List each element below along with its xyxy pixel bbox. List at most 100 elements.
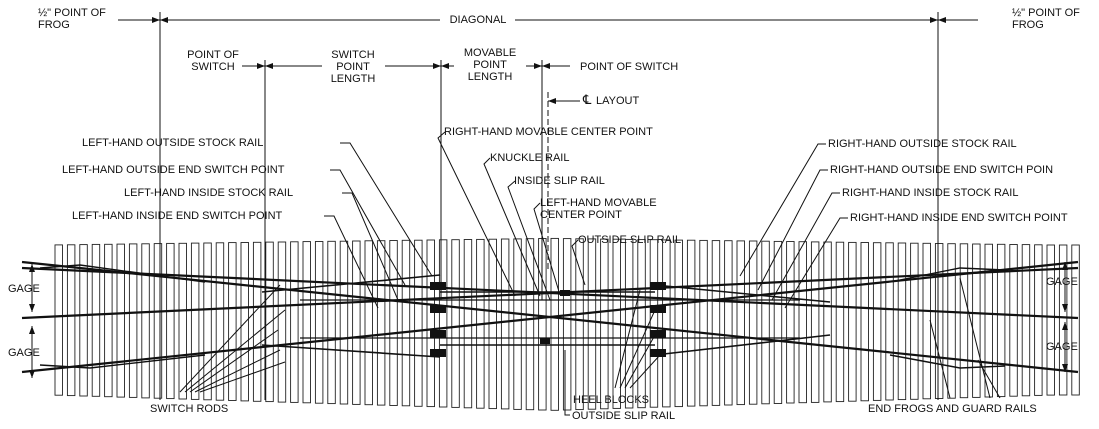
crosstie: [1009, 244, 1018, 397]
crosstie: [972, 243, 981, 398]
crosstie: [116, 243, 125, 398]
crosstie: [314, 241, 324, 404]
outside-slip-rail-top-label: OUTSIDE SLIP RAIL: [578, 234, 681, 246]
leader-lh-inside-stock-rail: [342, 192, 399, 301]
heel-block: [560, 290, 570, 296]
crosstie: [587, 238, 597, 410]
crosstie: [327, 240, 336, 405]
crosstie: [773, 240, 783, 404]
crosstie: [835, 241, 845, 403]
rh-movable-center-point-label: RIGHT-HAND MOVABLE CENTER POINT: [444, 126, 653, 138]
crosstie: [252, 241, 262, 402]
leader-knuckle-rail: [483, 157, 541, 297]
crosstie: [1046, 244, 1055, 396]
rail-mid-left-to-mid-right: [21, 266, 1079, 320]
cl-layout-label: LAYOUT: [596, 95, 639, 107]
crosstie: [922, 242, 931, 400]
arrowhead: [160, 17, 168, 23]
rh-outside-end-switch-point-label: RIGHT-HAND OUTSIDE END SWITCH POIN: [830, 164, 1053, 176]
leader-lh-inside-end-switch-point: [324, 215, 379, 309]
crosstie: [352, 240, 361, 405]
crosstie: [947, 243, 956, 399]
arrowhead: [542, 63, 550, 69]
crosstie: [66, 244, 76, 397]
point-of-switch-right-label: POINT OF SWITCH: [580, 61, 678, 73]
crosstie: [885, 242, 894, 401]
leader-lh-outside-end-switch-point: [330, 169, 406, 286]
crosstie: [426, 239, 435, 408]
heel-block: [430, 330, 446, 338]
dimension-lines: [118, 12, 978, 400]
arrowhead: [1062, 364, 1068, 372]
heel-block: [540, 338, 550, 344]
leader-rh-inside-end-switch-point: [784, 217, 848, 309]
cl-symbol: ℄: [582, 92, 592, 107]
leader-switch-rods: [194, 349, 281, 393]
crosstie: [364, 240, 373, 406]
leader-heel-blocks: [619, 309, 656, 389]
guard-rail-left-top: [39, 264, 206, 283]
lh-outside-end-switch-point-label: LEFT-HAND OUTSIDE END SWITCH POINT: [62, 164, 285, 176]
crosstie: [414, 239, 423, 407]
crosstie: [724, 240, 733, 406]
crosstie: [711, 240, 721, 406]
crosstie: [786, 241, 795, 404]
lh-inside-stock-rail-label: LEFT-HAND INSIDE STOCK RAIL: [124, 187, 293, 199]
arrowhead: [257, 63, 265, 69]
gage-left-bottom-label: GAGE: [8, 347, 40, 359]
knuckle-rail-label: KNUCKLE RAIL: [490, 152, 569, 164]
arrowhead: [1062, 262, 1068, 270]
guard-rail-left-bottom: [39, 354, 206, 369]
crosstie: [897, 242, 907, 401]
switch-point-left-upper: [261, 274, 441, 293]
crosstie: [339, 240, 349, 405]
arrowhead: [265, 63, 273, 69]
crosstie: [91, 243, 101, 397]
crosstie: [215, 242, 225, 401]
crossties: [54, 237, 1080, 411]
crosstie: [1021, 244, 1031, 397]
crosstie: [302, 241, 311, 404]
crosstie: [934, 243, 944, 399]
callout-leaders: [179, 131, 1001, 416]
crosstie: [141, 243, 150, 399]
crosstie: [277, 241, 287, 403]
leader-lh-movable-center-point: [533, 202, 561, 296]
inside-slip-rail-label: INSIDE SLIP RAIL: [514, 175, 605, 187]
crosstie: [190, 242, 200, 400]
outside-slip-rail-bottom-label: OUTSIDE SLIP RAIL: [572, 410, 675, 422]
crosstie: [624, 238, 634, 409]
leader-rh-movable-center-point: [437, 131, 516, 297]
lh-outside-stock-rail-label: LEFT-HAND OUTSIDE STOCK RAIL: [82, 137, 263, 149]
end-frogs-guard-rails-label: END FROGS AND GUARD RAILS: [868, 403, 1037, 415]
gage-left-top-label: GAGE: [8, 283, 40, 295]
crosstie: [699, 239, 708, 407]
arrowhead: [29, 370, 35, 378]
crosstie: [649, 239, 659, 408]
crosstie: [823, 241, 832, 403]
arrowhead: [1062, 304, 1068, 312]
crosstie: [1034, 244, 1043, 396]
leader-end-frogs: [929, 319, 951, 399]
leader-rh-outside-stock-rail: [739, 143, 826, 277]
leader-rh-outside-end-switch-point: [757, 169, 828, 291]
crosstie: [166, 242, 175, 400]
arrowhead: [1062, 322, 1068, 330]
crosstie: [736, 240, 745, 406]
guard-rail-right-top: [889, 267, 1006, 283]
crosstie: [525, 238, 535, 411]
crosstie: [674, 239, 683, 408]
crosstie: [401, 239, 411, 407]
arrowhead: [441, 63, 449, 69]
crosstie: [451, 239, 460, 408]
leader-heel-blocks: [614, 289, 641, 389]
crosstie: [376, 240, 386, 406]
crosstie: [79, 244, 88, 397]
lh-inside-end-switch-point-label: LEFT-HAND INSIDE END SWITCH POINT: [72, 210, 283, 222]
heel-blocks-label: HEEL BLOCKS: [573, 394, 649, 406]
